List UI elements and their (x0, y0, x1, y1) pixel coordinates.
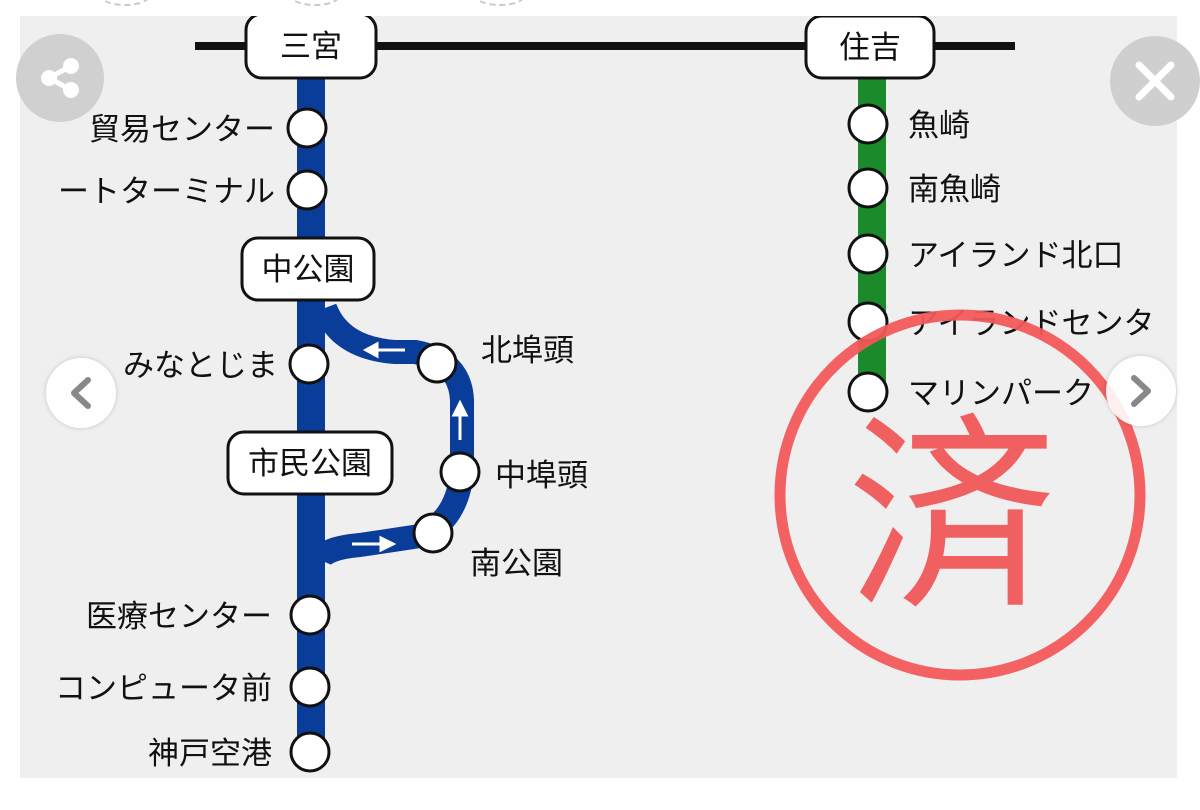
station-marker (289, 594, 331, 636)
station-marker (286, 169, 328, 211)
loading-dots (100, 0, 150, 6)
station-marker (416, 342, 458, 384)
station-iryo-center: 医療センター (86, 599, 272, 635)
direction-arrows (352, 341, 469, 553)
previous-image-button[interactable] (46, 358, 116, 428)
station-marker (847, 167, 889, 209)
station-computer-mae: コンピュータ前 (55, 671, 272, 707)
station-marker (439, 451, 481, 493)
hub-label: 市民公園 (248, 446, 372, 482)
close-icon (1135, 61, 1175, 101)
chevron-right-icon (1131, 375, 1151, 407)
station-minami-koen: 南公園 (470, 546, 563, 582)
hub-sannomiya: 三宮 (244, 16, 378, 80)
route-map: 三宮 住吉 中公園 市民公園 貿易センター ートターミナル みなとじま 北埠頭 … (55, 16, 1154, 773)
station-marker (847, 233, 889, 275)
station-kobe-airport: 神戸空港 (148, 736, 272, 772)
station-kita-futo: 北埠頭 (481, 333, 574, 369)
port-liner-loop (308, 303, 474, 567)
station-marker (289, 731, 331, 773)
loading-dots (290, 0, 340, 6)
hub-sumiyoshi: 住吉 (804, 16, 936, 80)
station-marker (288, 343, 330, 385)
station-marker (847, 103, 889, 145)
station-island-kitaguchi: アイランド北口 (908, 238, 1123, 274)
stamp-text: 済 (847, 395, 1057, 640)
station-marker (847, 371, 889, 413)
hub-label: 中公園 (262, 252, 355, 288)
station-naka-futo: 中埠頭 (495, 458, 588, 494)
station-minatojima: みなとじま (123, 348, 278, 384)
image-viewer: 三宮 住吉 中公園 市民公園 貿易センター ートターミナル みなとじま 北埠頭 … (20, 16, 1177, 778)
hub-label: 住吉 (839, 30, 901, 66)
station-marker (412, 512, 454, 554)
station-boeki-center: 貿易センター (89, 112, 275, 148)
hub-naka-koen: 中公園 (240, 236, 376, 302)
share-button[interactable] (16, 34, 104, 122)
station-marker (289, 666, 331, 708)
close-button[interactable] (1110, 36, 1200, 126)
loading-dots (475, 0, 525, 6)
station-marine-park: マリンパーク (908, 376, 1094, 412)
station-port-terminal: ートターミナル (58, 174, 275, 210)
station-marker (286, 107, 328, 149)
done-stamp: 済 (774, 309, 1146, 681)
share-icon (41, 58, 79, 98)
station-minami-uozaki: 南魚崎 (908, 172, 1001, 208)
hub-label: 三宮 (280, 29, 342, 65)
next-image-button[interactable] (1106, 356, 1176, 426)
chevron-left-icon (71, 377, 91, 409)
station-uozaki: 魚崎 (908, 108, 970, 144)
hub-shimin-koen: 市民公園 (226, 430, 394, 496)
